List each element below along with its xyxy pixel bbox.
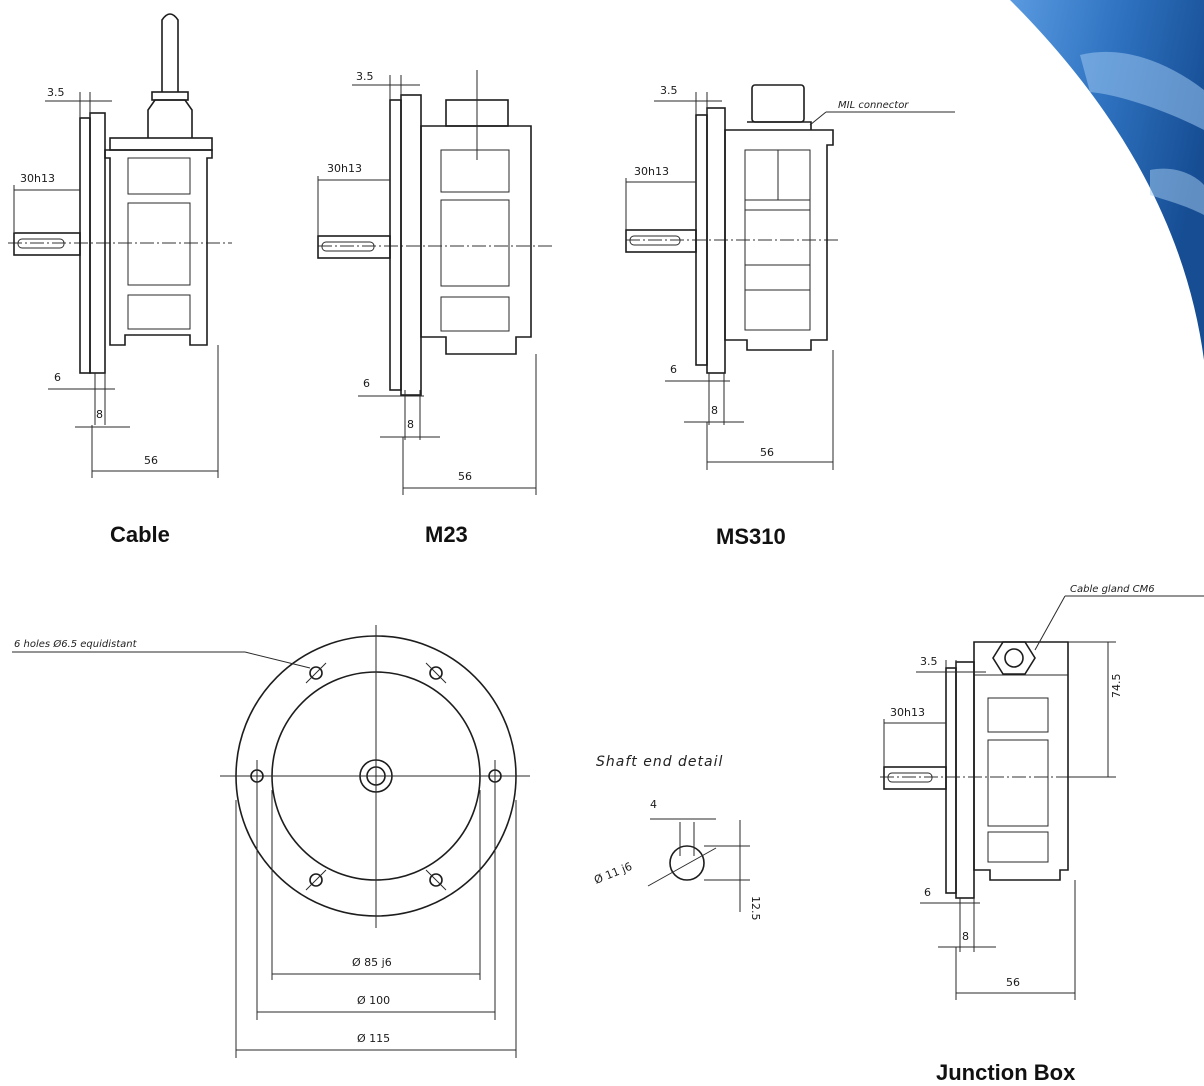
- junction-dim-shaft: 30h13: [890, 706, 925, 719]
- m23-side-view: 3.5 30h13 6 8 56: [317, 70, 552, 495]
- m23-dim-shaft: 30h13: [327, 162, 362, 175]
- m23-dim-6: 6: [363, 377, 370, 390]
- decorative-swoosh-highlight: [1150, 168, 1204, 215]
- front-dim-inner: Ø 85 j6: [352, 956, 392, 969]
- cable-dim-length: 56: [144, 454, 158, 467]
- m23-dim-length: 56: [458, 470, 472, 483]
- cable-caption: Cable: [110, 522, 170, 547]
- ms310-dim-6: 6: [670, 363, 677, 376]
- front-dim-mid: Ø 100: [357, 994, 390, 1007]
- m23-dim-8: 8: [407, 418, 414, 431]
- front-view: 6 holes Ø6.5 equidistant Ø 85 j6 Ø 100 Ø…: [12, 625, 530, 1058]
- junction-dim-height: 74.5: [1110, 674, 1123, 699]
- ms310-side-view: MIL connector 3.5 30h13 6 8 56: [625, 84, 955, 470]
- junction-dim-flange: 3.5: [920, 655, 938, 668]
- cable-dim-flange: 3.5: [47, 86, 65, 99]
- ms310-dim-length: 56: [760, 446, 774, 459]
- junction-caption: Junction Box: [936, 1060, 1076, 1085]
- shaft-end-detail: Shaft end detail 4 12.5 Ø 11 j6: [592, 754, 762, 921]
- cable-dim-shaft: 30h13: [20, 172, 55, 185]
- shaft-dim-key: 4: [650, 798, 657, 811]
- junction-dim-length: 56: [1006, 976, 1020, 989]
- cable-side-view: 3.5 30h13 6 8 56: [8, 13, 232, 478]
- front-holes-note: 6 holes Ø6.5 equidistant: [14, 638, 138, 650]
- junction-dim-6: 6: [924, 886, 931, 899]
- m23-dim-flange: 3.5: [356, 70, 374, 83]
- m23-caption: M23: [425, 522, 468, 547]
- ms310-caption: MS310: [716, 524, 786, 549]
- ms310-note: MIL connector: [838, 100, 909, 111]
- junction-dim-8: 8: [962, 930, 969, 943]
- ms310-dim-flange: 3.5: [660, 84, 678, 97]
- junction-box-side-view: Cable gland CM6 74.5 3.5 30h13 6 8 56: [880, 584, 1204, 1000]
- decorative-swoosh-highlight: [1080, 51, 1204, 130]
- ms310-dim-shaft: 30h13: [634, 165, 669, 178]
- front-dim-outer: Ø 115: [357, 1032, 390, 1045]
- mounting-holes: [250, 662, 502, 891]
- cable-dim-6: 6: [54, 371, 61, 384]
- shaft-dim-depth: 12.5: [749, 896, 762, 921]
- shaft-dim-diameter: Ø 11 j6: [592, 860, 634, 887]
- shaft-detail-title: Shaft end detail: [596, 754, 723, 770]
- cable-dim-8: 8: [96, 408, 103, 421]
- junction-note: Cable gland CM6: [1070, 584, 1155, 595]
- ms310-dim-8: 8: [711, 404, 718, 417]
